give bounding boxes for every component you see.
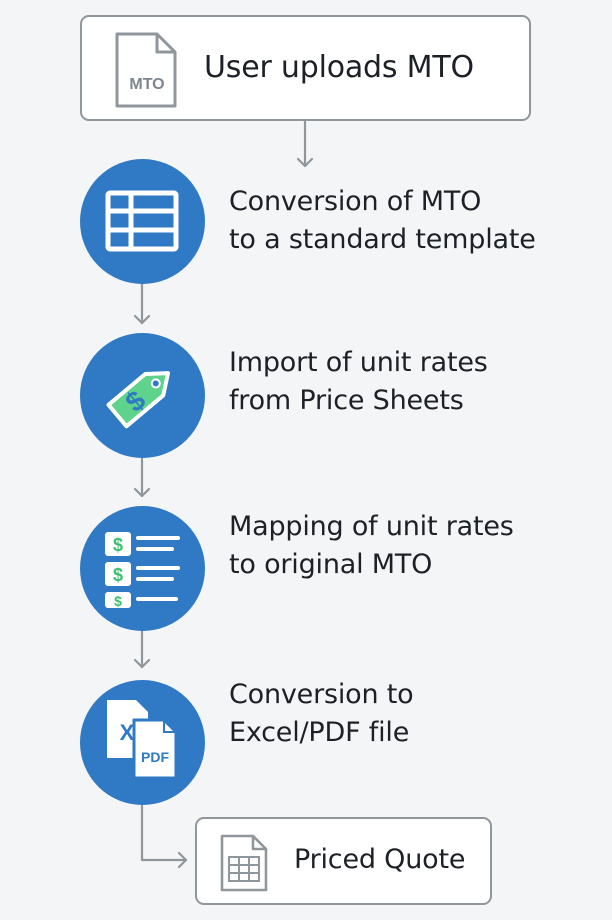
- table-icon: [105, 190, 179, 252]
- step-1-line-1: Conversion of MTO: [229, 186, 482, 217]
- step-4-text: Conversion to Excel/PDF file: [229, 676, 414, 752]
- connector-step2-to-step3: [133, 455, 151, 498]
- step-3-line-1: Mapping of unit rates: [229, 511, 514, 542]
- step-2-line-2: from Price Sheets: [229, 385, 464, 416]
- connector-step3-to-step4: [133, 628, 151, 669]
- step-2-text: Import of unit rates from Price Sheets: [229, 344, 488, 420]
- document-icon-label: MTO: [129, 76, 164, 93]
- dollar-mark-2: $: [113, 565, 123, 585]
- end-label: Priced Quote: [294, 844, 466, 875]
- step-2-circle: $: [80, 333, 205, 458]
- step-3-line-2: to original MTO: [229, 549, 433, 580]
- step-4-line-1: Conversion to: [229, 679, 414, 710]
- dollar-mark-3: $: [114, 593, 122, 609]
- end-node: Priced Quote: [195, 817, 492, 905]
- step-3-circle: $ $ $: [80, 506, 205, 631]
- connector-start-to-step1: [296, 119, 314, 168]
- connector-step4-to-end: [140, 804, 188, 869]
- spreadsheet-document-icon: [220, 834, 268, 892]
- start-label: User uploads MTO: [204, 50, 474, 85]
- step-4-circle: X PDF: [80, 680, 205, 805]
- price-tag-icon: $: [106, 371, 171, 429]
- pdf-icon-label: PDF: [141, 749, 169, 765]
- start-node: MTO User uploads MTO: [80, 15, 531, 121]
- step-3-text: Mapping of unit rates to original MTO: [229, 508, 514, 584]
- excel-pdf-icon: X PDF: [107, 700, 178, 780]
- step-1-circle: [80, 159, 205, 284]
- dollar-mark-1: $: [113, 535, 123, 555]
- dollar-list-icon: $ $ $: [105, 532, 180, 609]
- connector-step1-to-step2: [133, 281, 151, 325]
- step-4-line-2: Excel/PDF file: [229, 717, 410, 748]
- excel-icon-label: X: [120, 720, 135, 745]
- step-2-line-1: Import of unit rates: [229, 347, 488, 378]
- document-icon: MTO: [115, 32, 177, 108]
- step-1-line-2: to a standard template: [229, 224, 536, 255]
- step-1-text: Conversion of MTO to a standard template: [229, 183, 536, 259]
